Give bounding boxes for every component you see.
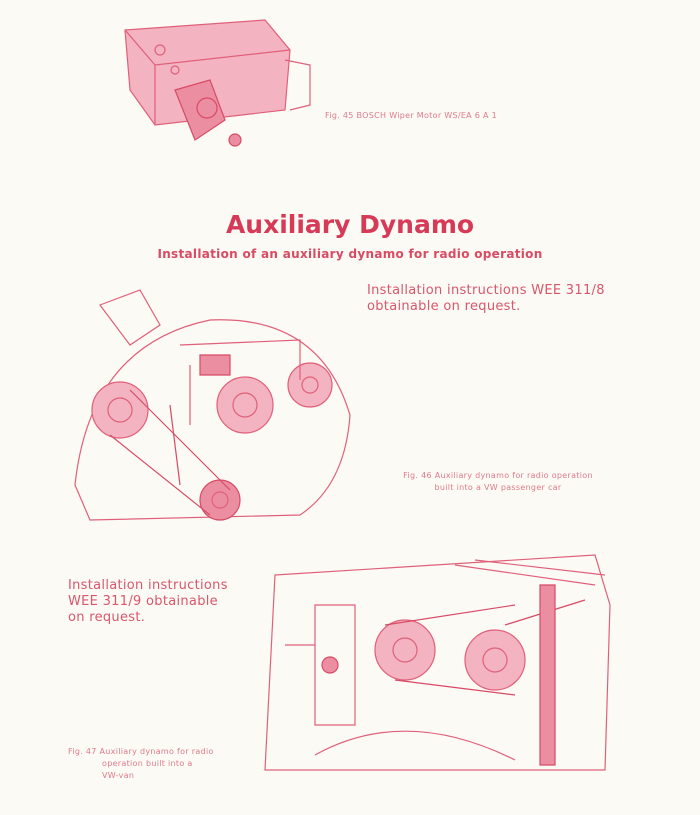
caption-line: Fig. 47 Auxiliary dynamo for radio xyxy=(68,747,214,756)
fig46-caption: Fig. 46 Auxiliary dynamo for radio opera… xyxy=(373,470,623,494)
van-engine-illustration xyxy=(264,554,611,771)
caption-line: built into a VW passenger car xyxy=(434,483,562,492)
instructions-line: Installation instructions xyxy=(68,578,228,593)
wiper-motor-illustration xyxy=(124,19,311,147)
instructions-line: obtainable on request. xyxy=(367,299,521,314)
passenger-car-engine-illustration xyxy=(74,289,351,521)
instructions-fig47: Installation instructions WEE 311/9 obta… xyxy=(68,578,228,626)
instructions-line: on request. xyxy=(68,610,146,625)
page-title: Auxiliary Dynamo xyxy=(225,210,475,239)
fig47-caption: Fig. 47 Auxiliary dynamo for radio opera… xyxy=(68,746,214,782)
instructions-line: Installation instructions WEE 311/8 xyxy=(367,283,605,298)
caption-line: operation built into a xyxy=(102,759,193,768)
instructions-line: WEE 311/9 obtainable xyxy=(68,594,218,609)
fig45-caption: Fig. 45 BOSCH Wiper Motor WS/EA 6 A 1 xyxy=(325,111,498,120)
caption-line: VW-van xyxy=(102,771,135,780)
instructions-fig46: Installation instructions WEE 311/8 obta… xyxy=(367,283,605,315)
page-subtitle: Installation of an auxiliary dynamo for … xyxy=(157,247,543,261)
caption-line: Fig. 46 Auxiliary dynamo for radio opera… xyxy=(403,471,593,480)
